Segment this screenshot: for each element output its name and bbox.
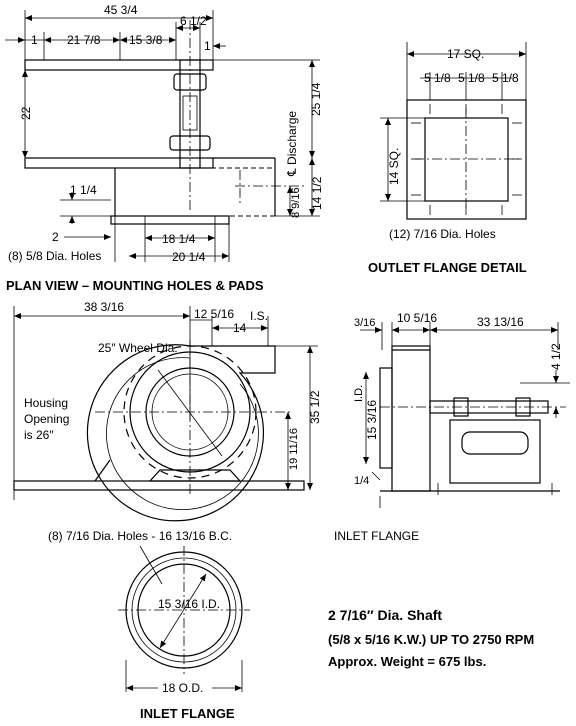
side-is: I.S. [250, 309, 268, 323]
front-dim-1-4: 1/4 [354, 475, 369, 487]
side-housing-1: Housing [24, 396, 68, 410]
side-view: 38 3/16 12 5/16 14 I.S. 25″ Wheel Dia. H… [13, 300, 322, 522]
plan-dim-21: 21 7/8 [67, 33, 101, 47]
spec-weight: Approx. Weight = 675 lbs. [328, 654, 486, 669]
plan-top-rail [24, 59, 214, 71]
front-dim-3-16: 3/16 [354, 317, 375, 329]
plan-dim-15: 15 3/8 [129, 33, 163, 47]
front-dim-33: 33 13/16 [477, 315, 524, 329]
plan-dim-8: 8 9/16 [290, 187, 302, 218]
plan-view-title: PLAN VIEW – MOUNTING HOLES & PADS [6, 278, 264, 293]
inlet-od: 18 O.D. [162, 681, 203, 695]
front-dim-15: 15 3/16 [365, 400, 379, 440]
spec-shaft: 2 7/16″ Dia. Shaft [328, 607, 442, 623]
front-id: I.D. [353, 385, 365, 402]
plan-view: 45 3/4 1 21 7/8 15 3/8 6 1/2 1 22 [5, 3, 324, 293]
plan-dim-22: 22 [19, 106, 33, 120]
plan-dim-1-right: 1 [204, 39, 211, 53]
plan-dim-1-left: 1 [31, 33, 38, 47]
side-dim-12: 12 5/16 [194, 307, 234, 321]
front-inlet-label: INLET FLANGE [334, 529, 419, 543]
inlet-title: INLET FLANGE [140, 706, 235, 721]
plan-dim-25: 25 1/4 [309, 82, 323, 116]
inlet-flange: (8) 7/16 Dia. Holes - 16 13/16 B.C. 15 3… [48, 529, 250, 721]
front-dim-4: 4 1/2 [549, 343, 563, 370]
outlet-dim-5a: 5 1/8 [424, 71, 451, 85]
inlet-holes-note: (8) 7/16 Dia. Holes - 16 13/16 B.C. [48, 529, 232, 543]
specs: 2 7/16″ Dia. Shaft (5/8 x 5/16 K.W.) UP … [328, 607, 534, 669]
side-housing-3: is 26″ [24, 428, 54, 442]
plan-bottom-rail [24, 157, 214, 169]
plan-discharge: ℄ Discharge [285, 111, 299, 177]
side-dim-38: 38 3/16 [84, 300, 124, 314]
plan-dim-6: 6 1/2 [180, 14, 207, 28]
side-dim-19: 19 11/16 [288, 428, 300, 470]
plan-dim-14: 14 1/2 [310, 176, 324, 210]
outlet-title: OUTLET FLANGE DETAIL [368, 260, 527, 275]
outlet-dim-5c: 5 1/8 [492, 71, 519, 85]
plan-dim-2: 2 [52, 230, 59, 244]
outlet-dim-14sq: 14 SQ. [387, 148, 401, 185]
outlet-dim-17: 17 SQ. [447, 47, 484, 61]
plan-dim-overall: 45 3/4 [104, 3, 138, 17]
outlet-dim-5b: 5 1/8 [458, 71, 485, 85]
plan-holes-note: (8) 5/8 Dia. Holes [8, 249, 101, 263]
outlet-flange-outer [406, 99, 527, 220]
plan-dim-18: 18 1/4 [162, 232, 196, 246]
side-dim-35: 35 1/2 [308, 390, 322, 424]
side-wheel: 25″ Wheel Dia. [98, 341, 178, 355]
spec-keyway: (5/8 x 5/16 K.W.) UP TO 2750 RPM [328, 632, 534, 647]
front-dim-10: 10 5/16 [397, 311, 437, 325]
side-housing-2: Opening [24, 412, 69, 426]
outlet-holes-note: (12) 7/16 Dia. Holes [389, 227, 496, 241]
side-dim-14: 14 [233, 321, 247, 335]
outlet-flange-inner [424, 117, 509, 202]
plan-dim-20: 20 1/4 [172, 250, 206, 264]
outlet-flange-detail: 17 SQ. 5 1/8 5 1/8 5 1/8 14 SQ. (12) 7/1… [368, 42, 527, 275]
front-view: 3/16 10 5/16 33 13/16 4 1/2 I.D. 15 3/16… [334, 311, 570, 543]
inlet-id: 15 3/16 I.D. [158, 597, 220, 611]
plan-dim-1-1-4: 1 1/4 [70, 183, 97, 197]
